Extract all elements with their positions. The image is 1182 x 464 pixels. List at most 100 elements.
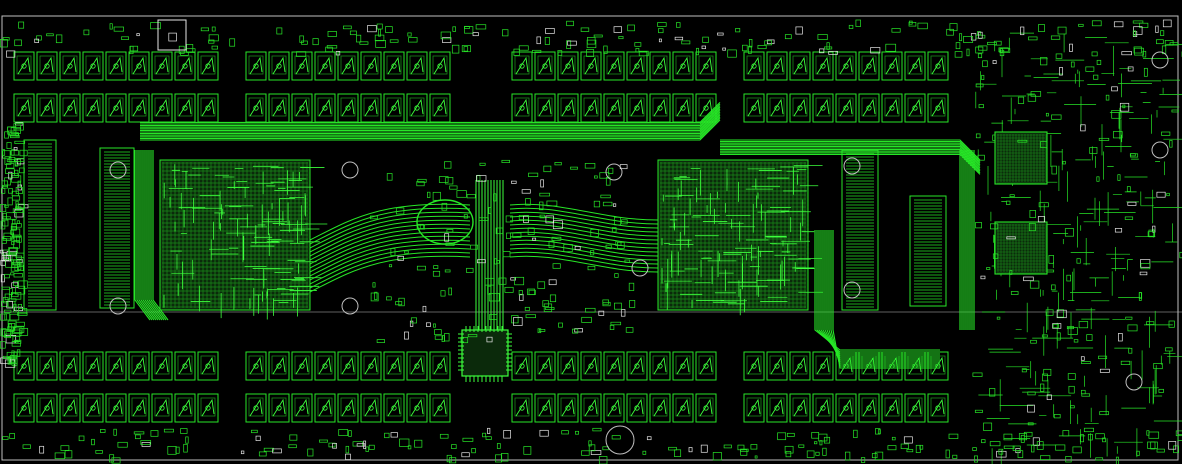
tile-pad xyxy=(606,355,622,375)
tile-bot-a-0-6 xyxy=(151,351,173,381)
tile-trace xyxy=(793,398,807,417)
bus-wire xyxy=(140,110,721,131)
tile-body xyxy=(82,51,104,81)
tile-pad xyxy=(861,97,877,117)
passive xyxy=(208,39,215,44)
tile-pad xyxy=(340,397,356,417)
passive xyxy=(545,307,555,310)
passive xyxy=(496,443,501,449)
tile-trace xyxy=(607,98,621,117)
passive xyxy=(385,26,393,33)
passive xyxy=(1045,309,1054,316)
tile-bot-a-1-3 xyxy=(82,393,104,423)
passive xyxy=(14,169,19,176)
tile-via xyxy=(276,105,282,111)
passive xyxy=(0,188,6,194)
passive xyxy=(15,187,23,194)
passive xyxy=(1175,430,1182,437)
tile-bot-a-0-2 xyxy=(59,351,81,381)
tile-trace xyxy=(63,356,77,375)
tile-top-d-0-7 xyxy=(904,51,926,81)
tile-via xyxy=(935,63,941,69)
bus-left-vertical xyxy=(134,150,169,321)
fan-wire-left xyxy=(309,239,471,277)
tile-top-d-1-2 xyxy=(789,93,811,123)
tile-via xyxy=(391,363,397,369)
passive xyxy=(748,39,753,48)
tile-body xyxy=(13,51,35,81)
passive xyxy=(819,48,825,54)
tile-via xyxy=(912,105,918,111)
connector-right-b xyxy=(909,195,947,307)
tile-pad xyxy=(746,355,762,375)
tile-top-d-0-2 xyxy=(789,51,811,81)
passive xyxy=(276,27,283,35)
tile-via xyxy=(634,363,640,369)
passive xyxy=(11,255,23,261)
passive xyxy=(399,438,410,447)
tile-body xyxy=(245,51,267,81)
tile-body xyxy=(927,393,949,423)
tile-body xyxy=(603,51,625,81)
passive xyxy=(482,432,487,438)
passive xyxy=(19,149,28,157)
passive xyxy=(1139,22,1149,28)
fan-wire-left xyxy=(309,223,471,261)
tile-trace xyxy=(793,356,807,375)
passive xyxy=(175,446,180,454)
passive xyxy=(1095,433,1105,440)
passive xyxy=(1117,174,1121,181)
tile-trace xyxy=(538,398,552,417)
passive xyxy=(986,267,991,270)
passive xyxy=(487,427,491,434)
passive xyxy=(646,436,652,441)
passive xyxy=(0,328,7,337)
passive xyxy=(2,297,9,304)
passive xyxy=(590,250,595,256)
passive xyxy=(2,37,10,41)
tile-bot-b-1-1 xyxy=(268,393,290,423)
tile-pad xyxy=(154,55,170,75)
tile-via xyxy=(182,105,188,111)
passive xyxy=(512,232,522,238)
passive xyxy=(539,214,545,219)
tile-via xyxy=(276,363,282,369)
tile-bot-c-1-7 xyxy=(672,393,694,423)
tile-trace xyxy=(433,356,447,375)
tile-trace xyxy=(272,398,286,417)
passive xyxy=(1066,326,1074,330)
tile-via xyxy=(368,105,374,111)
passive xyxy=(548,279,557,286)
passive xyxy=(0,274,5,283)
passive xyxy=(1012,445,1021,451)
passive xyxy=(618,36,624,40)
tile-top-b-0-4 xyxy=(337,51,359,81)
passive xyxy=(593,200,601,208)
tile-via xyxy=(565,105,571,111)
passive xyxy=(1098,137,1110,141)
tile-trace xyxy=(908,56,922,75)
passive xyxy=(1132,30,1136,37)
passive xyxy=(587,265,596,271)
passive xyxy=(13,280,18,286)
tile-bot-b-1-7 xyxy=(406,393,428,423)
passive xyxy=(1070,405,1075,409)
tile-bot-a-0-1 xyxy=(36,351,58,381)
tile-trace xyxy=(86,56,100,75)
passive xyxy=(109,23,113,30)
passive xyxy=(750,444,758,450)
passive xyxy=(1115,456,1119,464)
tile-pad xyxy=(340,55,356,75)
passive xyxy=(13,123,24,131)
passive xyxy=(906,449,914,453)
tile-trace xyxy=(132,356,146,375)
passive xyxy=(55,34,63,44)
tile-bot-d-1-8 xyxy=(927,393,949,423)
passive xyxy=(378,28,381,37)
tile-trace xyxy=(538,56,552,75)
tile-body xyxy=(835,393,857,423)
passive xyxy=(488,207,492,214)
tile-pad xyxy=(652,397,668,417)
tile-trace xyxy=(770,56,784,75)
qfp-body xyxy=(994,131,1048,185)
